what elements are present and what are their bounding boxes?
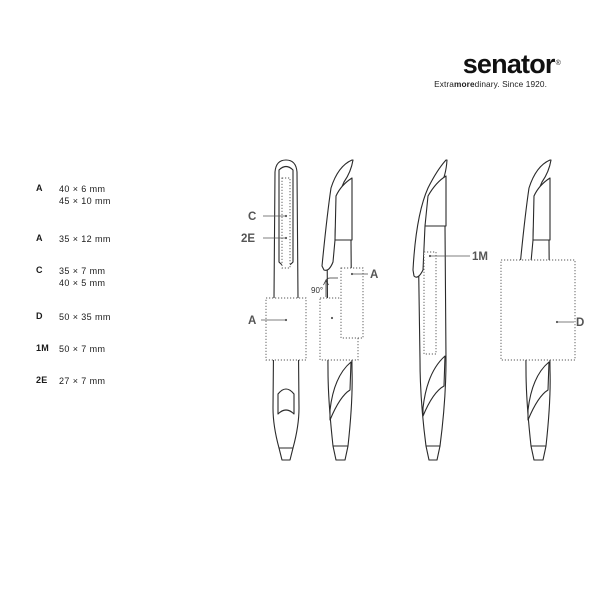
callout-1m: 1M: [472, 251, 488, 263]
size-code: C: [36, 265, 43, 275]
callout-2e: 2E: [241, 233, 255, 245]
imprint-area-a-rotated: [340, 267, 364, 339]
size-values: 50 × 7 mm: [59, 343, 105, 355]
pen-d-grip: [527, 361, 550, 421]
size-code: D: [36, 311, 43, 321]
size-value: 40 × 6 mm: [59, 184, 106, 194]
senator-logo: senator® Extramoredinary. Since 1920.: [434, 49, 561, 89]
leader-c-dot: [284, 214, 288, 218]
leader-d-dot: [555, 320, 559, 324]
tagline-pre: Extra: [434, 79, 454, 89]
leader-a-right-dot: [350, 272, 354, 276]
size-value: 35 × 7 mm: [59, 266, 106, 276]
size-value: 27 × 7 mm: [59, 376, 106, 386]
pen-side-plunger: [334, 177, 353, 241]
size-value: 50 × 35 mm: [59, 312, 111, 322]
size-value: 40 × 5 mm: [59, 278, 106, 288]
pen-front-tip: [278, 447, 294, 461]
logo-tagline: Extramoredinary. Since 1920.: [434, 79, 547, 89]
size-value: 50 × 7 mm: [59, 344, 106, 354]
size-value: 45 × 10 mm: [59, 196, 111, 206]
size-values: 27 × 7 mm: [59, 375, 105, 387]
size-value: 35 × 12 mm: [59, 234, 111, 244]
pen-1m-clip: [412, 159, 448, 278]
pen-d-plunger: [532, 177, 551, 241]
tagline-post: dinary. Since 1920.: [474, 79, 547, 89]
leader-a-side-dot: [330, 316, 334, 320]
rotation-arrow: [323, 277, 338, 297]
pen-1m-plunger: [424, 175, 447, 227]
logo-wordmark: senator®: [434, 49, 561, 79]
imprint-area-c: [281, 177, 291, 269]
imprint-area-1m: [423, 251, 437, 355]
leader-2e-dot: [284, 236, 288, 240]
size-code: 1M: [36, 343, 50, 353]
size-values: 35 × 7 mm 40 × 5 mm: [59, 265, 105, 289]
pen-d-tip: [530, 445, 547, 461]
callout-c: C: [248, 211, 256, 223]
size-code: A: [36, 183, 43, 193]
size-code: 2E: [36, 375, 48, 385]
size-values: 40 × 6 mm 45 × 10 mm: [59, 183, 111, 207]
callout-a-left: A: [248, 315, 256, 327]
logo-name: senator: [462, 49, 556, 79]
leader-1m-dot: [428, 254, 432, 258]
imprint-area-a-front: [265, 297, 307, 361]
size-values: 50 × 35 mm: [59, 311, 111, 323]
logo-reg-mark: ®: [555, 60, 561, 67]
imprint-area-d: [500, 259, 576, 361]
tagline-bold: more: [453, 79, 475, 89]
pen-side-tip: [332, 445, 349, 461]
rotation-arrowhead: [323, 279, 329, 286]
pen-front-grip: [277, 388, 295, 415]
pen-side-clip: [321, 159, 354, 271]
pen-1m-grip: [422, 355, 446, 417]
leader-a-left-dot: [284, 318, 288, 322]
callout-d: D: [576, 317, 584, 329]
pen-1m-tip: [425, 445, 441, 461]
rotation-angle-label: 90°: [311, 286, 323, 295]
size-code: A: [36, 233, 43, 243]
callout-a-right: A: [370, 269, 378, 281]
size-values: 35 × 12 mm: [59, 233, 111, 245]
pen-side-grip: [329, 361, 352, 421]
rotation-arc: [325, 277, 338, 297]
